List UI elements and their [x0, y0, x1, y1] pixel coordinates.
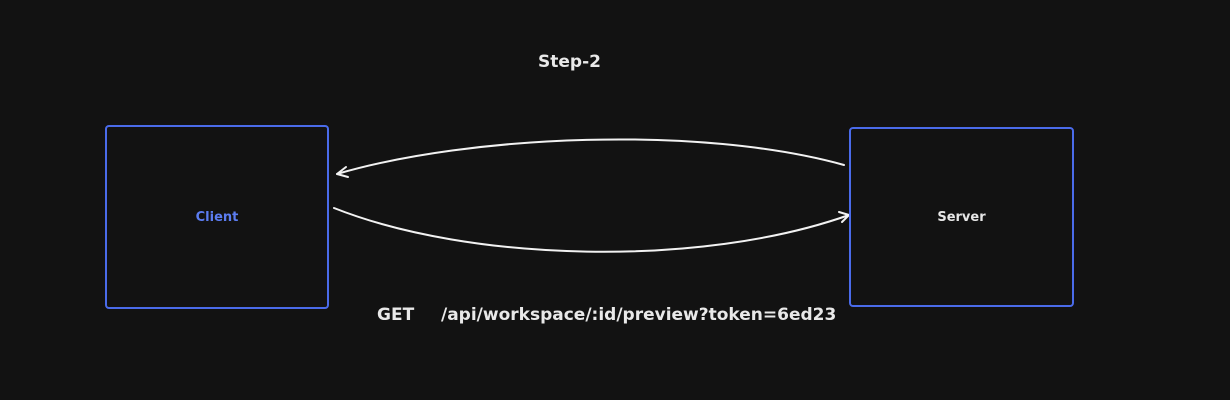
arrow-client-to-server [333, 207, 850, 253]
server-box: Server [849, 127, 1074, 307]
request-method: GET [377, 305, 415, 325]
step-title: Step-2 [538, 52, 601, 72]
server-label: Server [937, 209, 986, 225]
client-label: Client [195, 209, 239, 225]
client-box: Client [105, 125, 329, 309]
request-path: /api/workspace/:id/preview?token=6ed23 [441, 305, 837, 325]
arrow-server-to-client [336, 138, 845, 175]
arrowhead-server-to-client [336, 166, 349, 178]
